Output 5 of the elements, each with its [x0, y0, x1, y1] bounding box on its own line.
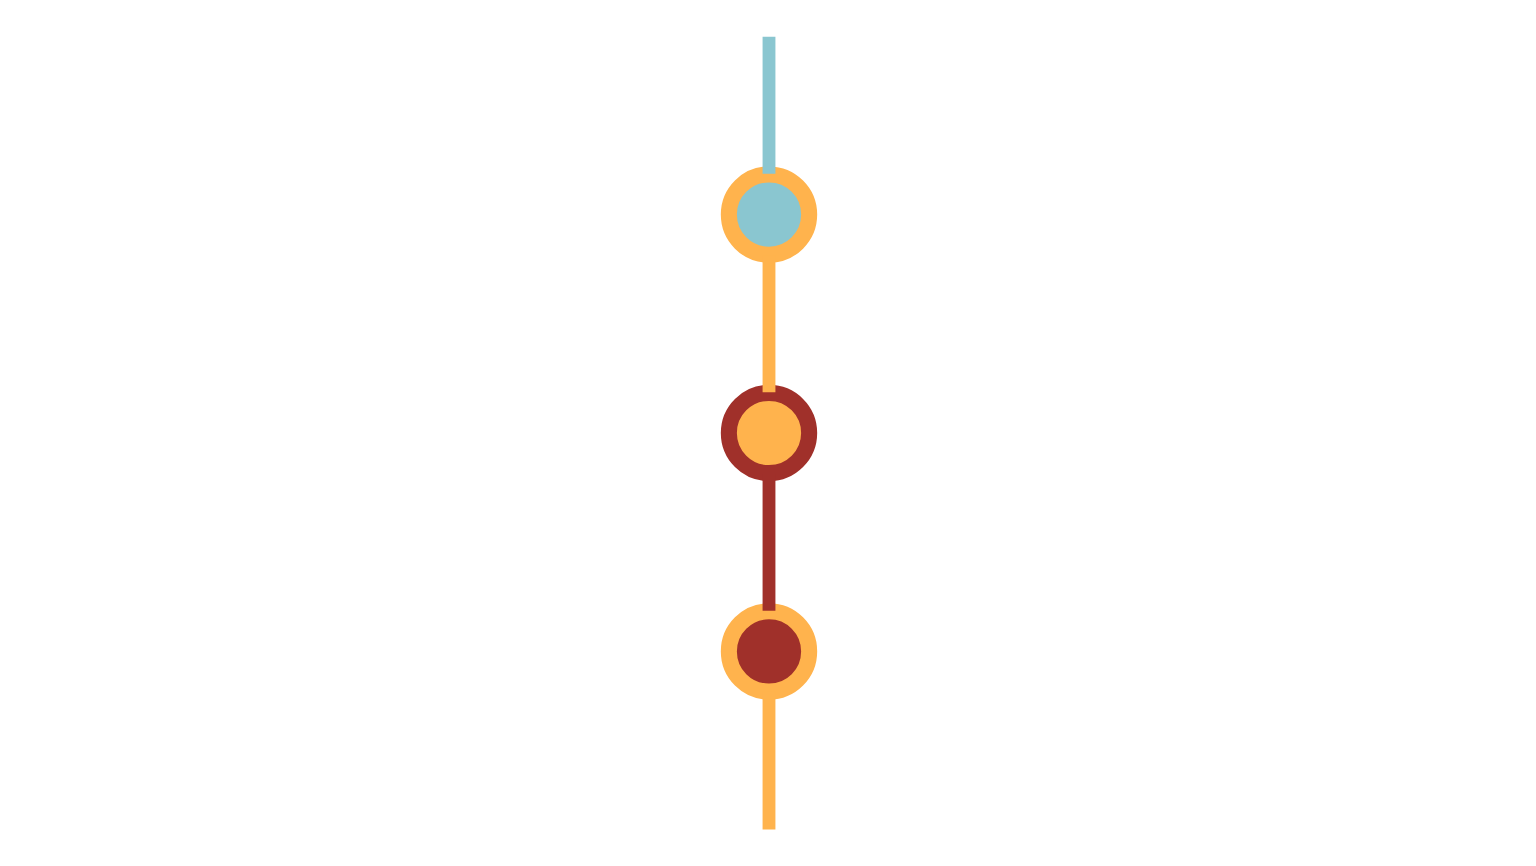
connector	[761, 36, 775, 174]
node-circle	[719, 384, 817, 482]
node-circle	[719, 603, 817, 700]
connector	[761, 474, 775, 611]
node-circle	[719, 166, 817, 263]
